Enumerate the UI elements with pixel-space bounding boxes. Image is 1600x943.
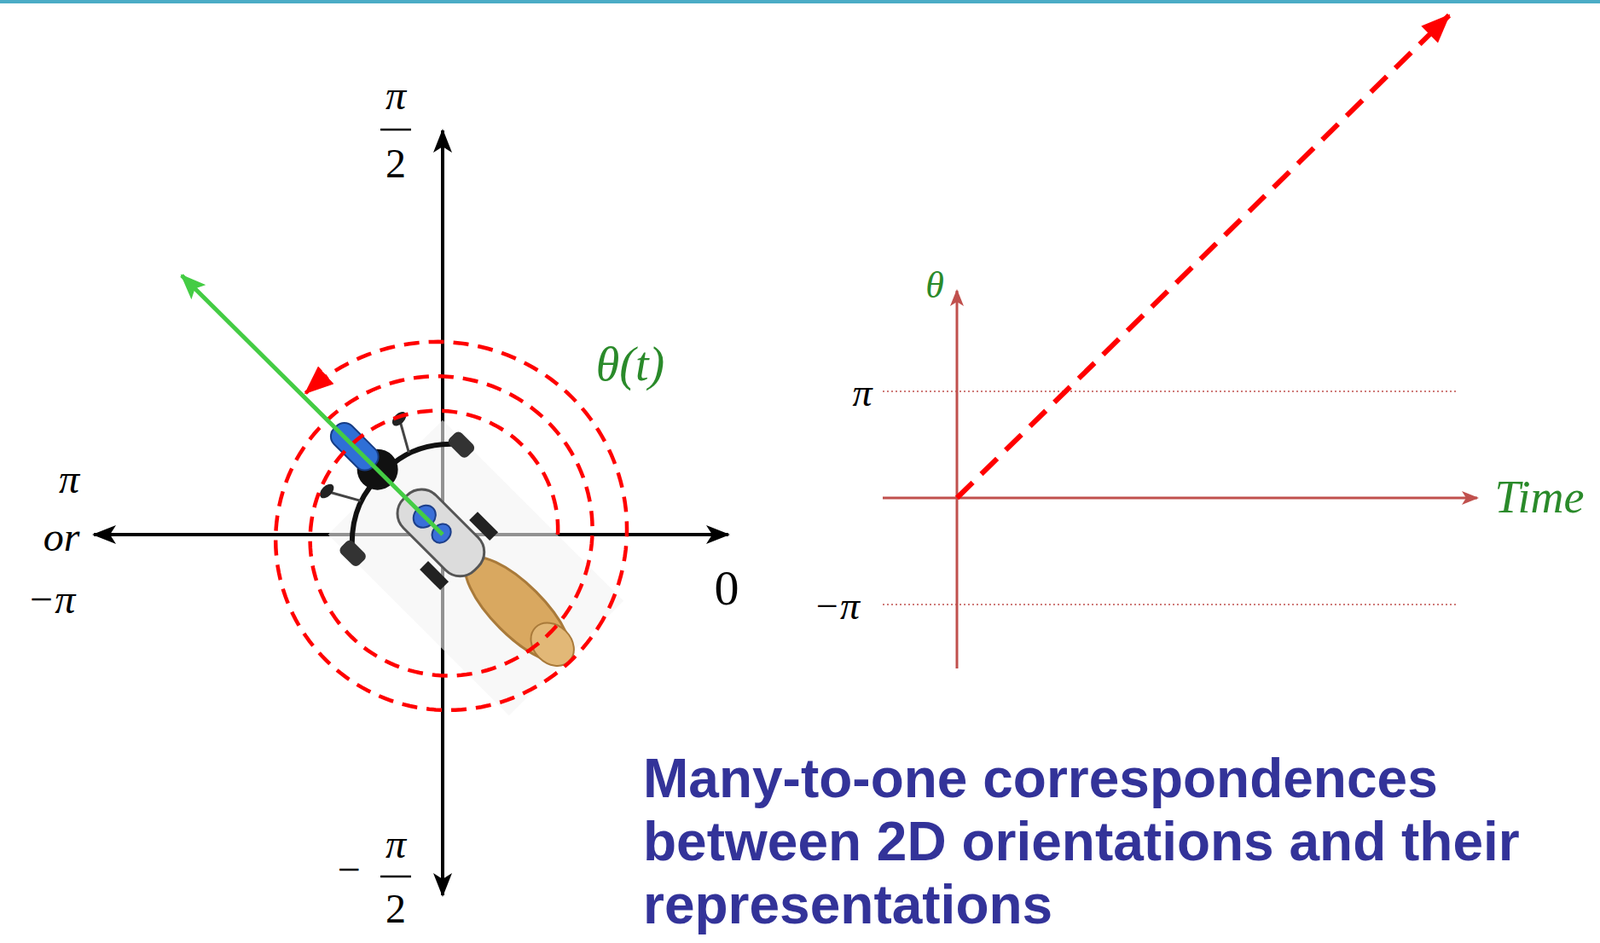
axis-label: −π: [27, 577, 76, 623]
mirror: [317, 481, 337, 502]
theta-axis: [956, 290, 959, 669]
axis-label: or: [43, 515, 81, 561]
top-rule: [0, 0, 1600, 4]
axis-label: 2: [385, 886, 406, 933]
gridline: [882, 390, 1457, 393]
tick-label: π: [852, 371, 872, 416]
theta-line: [956, 15, 1450, 499]
caption: Many-to-one correspondences between 2D o…: [643, 747, 1582, 937]
fraction-bar: [380, 875, 412, 879]
rotation-spiral: [275, 342, 627, 711]
mirror-stem: [330, 481, 360, 512]
grip: [337, 538, 368, 569]
axis-label: 0: [714, 561, 740, 616]
grip: [446, 429, 476, 460]
axis-label: π: [385, 822, 406, 868]
rear-fender: [521, 614, 583, 675]
axis-label: −: [336, 847, 360, 893]
axis-title: θ: [925, 265, 945, 307]
tick-label: −π: [813, 585, 860, 629]
heading-arrow: [181, 275, 443, 535]
axis-label: π: [58, 457, 80, 503]
gridline: [882, 603, 1457, 606]
angle-label: θ(t): [596, 338, 665, 392]
time-axis: [882, 497, 1478, 500]
mirror: [389, 409, 410, 429]
axis-label: 2: [385, 141, 406, 187]
fraction-bar: [380, 128, 412, 132]
axis-label: π: [385, 73, 406, 119]
axis-title: Time: [1494, 472, 1584, 523]
mirror-stem: [389, 422, 420, 453]
